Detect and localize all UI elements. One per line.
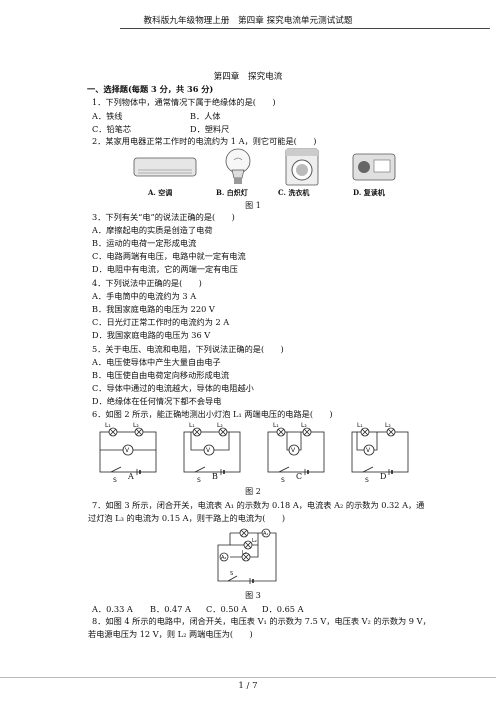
q2-caption-b: B. 白炽灯: [216, 188, 248, 197]
figure-1-label: 图 1: [245, 201, 261, 210]
q1-option-c: C．铅笔芯: [92, 124, 132, 134]
circuit-label-b: B: [212, 472, 218, 481]
q4-option-d: D．我国家庭电路的电压为 36 V: [92, 330, 211, 340]
circuit-a-l2-label: L₂: [133, 422, 139, 429]
circuit-label-a: A: [128, 472, 134, 481]
q1-option-a: A．铁线: [92, 111, 123, 121]
chapter-title: 第四章 探究电流: [213, 72, 283, 82]
circuit-c: [267, 427, 325, 475]
circuit-label-d: D: [380, 472, 387, 481]
q8-stem-line1: 8．如图 4 所示的电路中，闭合开关，电压表 V₁ 的示数为 7.5 V，电压表…: [92, 616, 431, 626]
q7-option-b: B．0.47 A: [150, 604, 191, 614]
circuit-b-voltmeter-label: V: [206, 447, 211, 454]
fig3-switch-label: S: [230, 571, 233, 577]
figure-3-label: 图 3: [245, 591, 261, 600]
q2-caption-a: A. 空调: [148, 188, 173, 197]
circuit-c-l1-label: L₁: [273, 422, 279, 429]
circuit-b-switch-label: S: [197, 477, 201, 484]
circuit-c-l2-label: L₂: [301, 422, 307, 429]
figure-3-circuit: L₁ A₁ L₂ L₃ A₂ S: [217, 527, 277, 584]
q7-option-a: A．0.33 A: [92, 604, 133, 614]
q8-stem-line2: 若电源电压为 12 V，则 L₂ 两端电压为( ): [88, 629, 253, 639]
circuit-d: [351, 427, 409, 475]
cassette-player-image: [352, 153, 396, 181]
circuit-b-l2-label: L₂: [217, 422, 223, 429]
circuit-a-l1-label: L₁: [105, 422, 111, 429]
q3-option-a: A．摩擦起电的实质是创造了电荷: [92, 225, 213, 235]
q3-option-c: C．电路两端有电压，电路中就一定有电流: [92, 251, 246, 261]
light-bulb-image: [225, 148, 251, 184]
q1-stem: 1．下列物体中，通常情况下属于绝缘体的是( ): [92, 97, 276, 107]
circuit-a-switch-label: S: [113, 477, 117, 484]
q4-option-c: C．日光灯正常工作时的电流约为 2 A: [92, 317, 230, 327]
q3-option-d: D．电阻中有电流，它的两端一定有电压: [92, 264, 238, 274]
q7-stem-line1: 7．如图 3 所示，闭合开关，电流表 A₁ 的示数为 0.18 A，电流表 A₂…: [92, 500, 425, 510]
air-conditioner-image: [133, 157, 197, 177]
q4-option-b: B．我国家庭电路的电压为 220 V: [92, 304, 215, 314]
q7-option-c: C．0.50 A: [206, 604, 248, 614]
circuit-d-l2-label: L₂: [385, 422, 391, 429]
washing-machine-image: [285, 148, 319, 186]
fig3-l3-label: L₃: [242, 550, 247, 556]
q3-option-b: B．运动的电荷一定形成电流: [92, 238, 197, 248]
page-number: 1 / 7: [238, 681, 258, 691]
circuit-c-voltmeter-label: V: [291, 447, 296, 454]
circuit-a: [99, 427, 157, 475]
footer-divider: [0, 677, 496, 678]
q1-option-d: D．塑料尺: [190, 124, 230, 134]
page-header: 教科版九年级物理上册 第四章 探究电流单元测试试题: [143, 16, 353, 26]
fig3-l1-label: L₁: [240, 527, 245, 528]
circuit-a-voltmeter-label: V: [125, 447, 130, 454]
q5-option-d: D．绝缘体在任何情况下都不会导电: [92, 396, 222, 406]
q2-stem: 2．某家用电器正常工作时的电流约为 1 A，则它可能是( ): [92, 136, 317, 146]
fig3-a1-label: A₁: [263, 531, 268, 537]
circuit-d-l1-label: L₁: [357, 422, 363, 429]
section-heading: 一、选择题(每题 3 分，共 36 分): [87, 84, 214, 94]
q5-option-a: A．电压使导体中产生大量自由电子: [92, 357, 221, 367]
q2-caption-c: C. 洗衣机: [278, 188, 310, 197]
q7-stem-line2: 过灯泡 L₃ 的电流为 0.15 A，则干路上的电流为( ): [88, 513, 286, 523]
q2-caption-d: D. 复读机: [353, 188, 385, 197]
q5-option-c: C．导体中通过的电流越大，导体的电阻越小: [92, 383, 254, 393]
fig3-a2-label: A₂: [221, 555, 226, 561]
q7-option-d: D．0.65 A: [262, 604, 304, 614]
q5-stem: 5．关于电压、电流和电阻，下列说法正确的是( ): [92, 344, 284, 354]
figure-2-label: 图 2: [245, 487, 261, 496]
circuit-c-switch-label: S: [281, 477, 285, 484]
figure-2-option-labels: A B C D: [90, 472, 410, 482]
q3-stem: 3．下列有关“电”的说法正确的是( ): [92, 212, 235, 222]
header-divider: [120, 28, 490, 29]
fig3-l2-label: L₂: [252, 538, 257, 544]
q6-stem: 6．如图 2 所示，能正确地测出小灯泡 L₁ 两端电压的电路是( ): [92, 409, 333, 419]
circuit-d-switch-label: S: [365, 477, 369, 484]
circuit-b: [183, 427, 241, 475]
q1-option-b: B．人体: [190, 111, 221, 121]
q4-stem: 4．下列说法中正确的是( ): [92, 278, 202, 288]
figure-2-circuits: L₁ L₂ V S L₁ L₂ V S L₁ L₂ V S L₁ L₂ V S: [99, 422, 409, 484]
q4-option-a: A．手电筒中的电流约为 3 A: [92, 291, 197, 301]
circuit-d-voltmeter-label: V: [366, 447, 371, 454]
circuit-b-l1-label: L₁: [189, 422, 195, 429]
circuit-label-c: C: [296, 472, 303, 481]
q5-option-b: B．电压使自由电荷定向移动形成电流: [92, 370, 230, 380]
